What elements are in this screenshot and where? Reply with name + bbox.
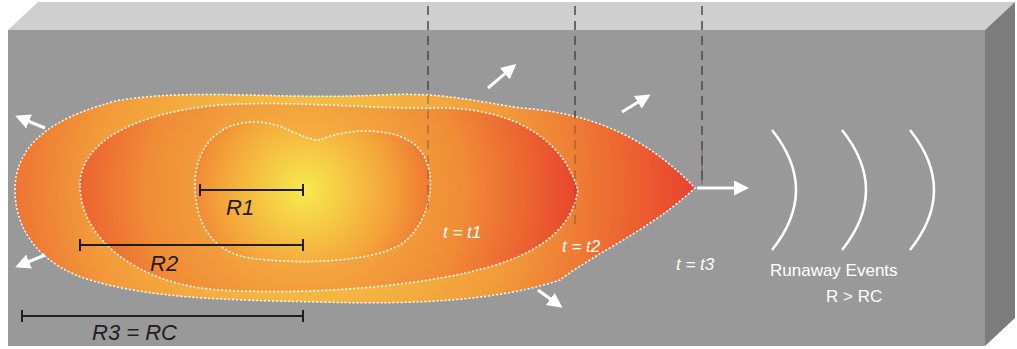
time-label: t = t2 bbox=[562, 238, 600, 257]
radius-label: R2 bbox=[150, 252, 178, 276]
runaway-label: Runaway Events bbox=[770, 262, 898, 281]
front-t2 bbox=[80, 104, 578, 292]
radius-bars bbox=[22, 184, 303, 322]
runaway-label: R > RC bbox=[826, 288, 882, 307]
runaway-waves bbox=[772, 130, 934, 250]
front-t1 bbox=[195, 122, 430, 262]
radius-label: R3 = RC bbox=[92, 321, 177, 345]
radius-label: R1 bbox=[226, 196, 254, 220]
front-t3 bbox=[15, 94, 695, 302]
slab-side bbox=[985, 2, 1015, 346]
growth-arrows bbox=[18, 66, 746, 306]
time-label: t = t1 bbox=[443, 224, 481, 243]
slab-top bbox=[8, 2, 1015, 30]
slab-front bbox=[8, 30, 985, 346]
time-lines-over bbox=[428, 95, 702, 225]
time-label: t = t3 bbox=[676, 256, 714, 275]
